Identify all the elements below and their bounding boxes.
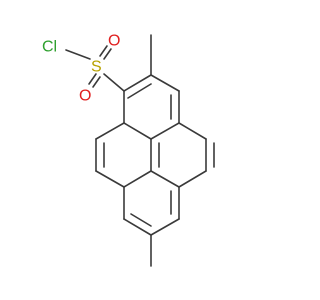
oxygen-bottom-atom-label: O [79,88,91,105]
bond-s-o-top-a [99,45,108,57]
bond-c8-c7 [123,218,152,236]
bond-c1-c2 [123,74,152,92]
bond-c5a-c10d [150,170,180,188]
sulfonyl-chloride-group [65,45,125,92]
bond-s-o-bottom-a [88,73,97,85]
oxygen-top-atom-label: O [108,33,120,50]
bond-s-cl [65,49,91,60]
bond-c3a-c10c [150,122,180,140]
bond-s-o-top-b [103,48,112,60]
bond-c8a-c10d [123,170,152,188]
bond-c10a-c10 [95,122,125,140]
bond-s-c1 [103,73,125,92]
bond-c3a-c4 [178,122,207,140]
bond-c2-c3 [150,74,180,92]
bond-c10c-c10a [123,122,152,140]
bond-c5-c5a [178,170,207,188]
molecule-structure-diagram: Cl S O O [42,33,215,267]
bond-c8-c7-inner [130,213,152,227]
pyrene-core [95,74,215,236]
sulfur-atom-label: S [91,59,102,76]
bond-s-o-bottom-b [92,76,101,88]
bond-c9-c8a [95,170,125,188]
bond-c7-c6 [150,218,180,236]
bond-c1-c2-inner [127,83,152,99]
chlorine-atom-label: Cl [42,39,57,56]
